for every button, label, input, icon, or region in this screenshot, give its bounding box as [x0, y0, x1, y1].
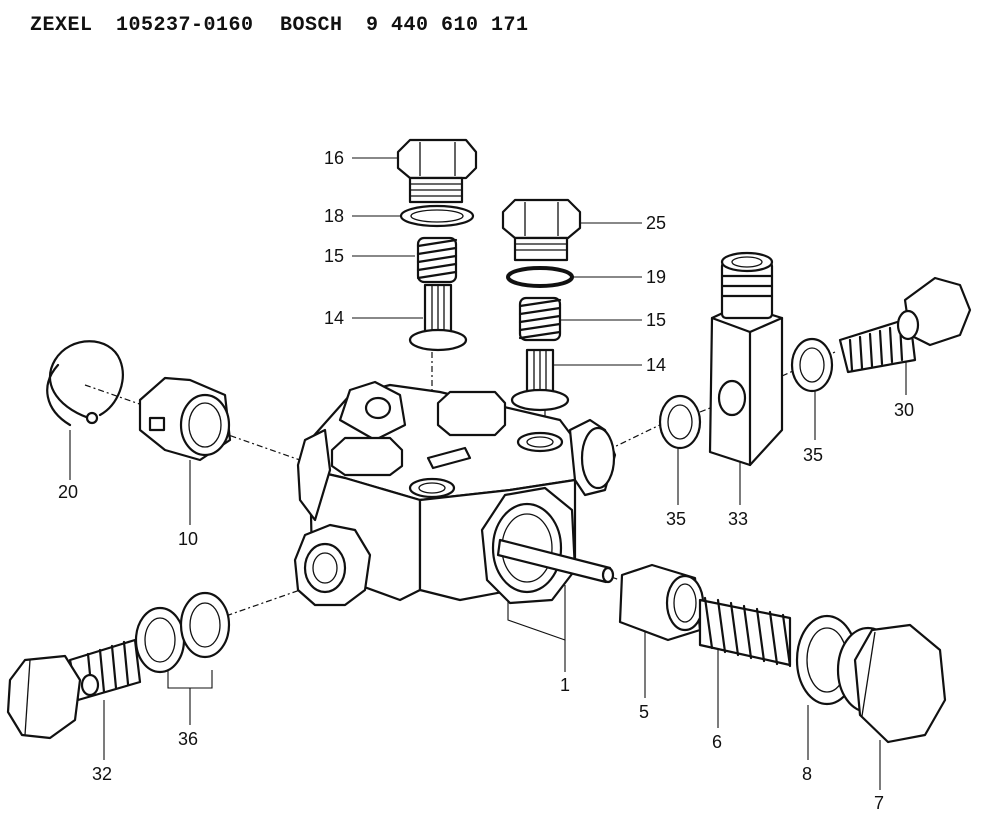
part-15-spring-right	[518, 296, 562, 342]
brand-bosch: BOSCH	[280, 14, 343, 37]
part-14-valve-right	[510, 348, 570, 412]
label-part-20: 20	[58, 482, 79, 502]
label-part-35-left: 35	[666, 509, 687, 529]
part-15-spring-left	[416, 236, 458, 284]
leader-lines	[69, 157, 907, 790]
part-32-banjo-bolt	[6, 638, 142, 740]
label-part-15-left: 15	[324, 246, 345, 266]
part-25-hex-plug	[501, 198, 582, 262]
brand-zexel: ZEXEL	[30, 14, 93, 37]
label-part-35-right: 35	[803, 445, 824, 465]
label-part-14-right: 14	[646, 355, 667, 375]
part-1-valve-body	[293, 380, 617, 607]
label-part-19: 19	[646, 267, 667, 287]
label-part-36: 36	[178, 729, 199, 749]
label-part-1: 1	[560, 675, 571, 695]
label-part-6: 6	[712, 732, 723, 752]
part-35-washer-a	[658, 394, 702, 450]
part-20-snap-ring	[46, 340, 124, 427]
part-19-o-ring	[506, 266, 574, 288]
part-10-sleeve	[138, 376, 232, 462]
part-36-gaskets	[134, 591, 231, 674]
label-part-15-right: 15	[646, 310, 667, 330]
part-7-hex-cap	[836, 623, 947, 744]
part-30-banjo-bolt	[838, 276, 972, 374]
bosch-part-number: 9 440 610 171	[366, 14, 529, 37]
label-part-10: 10	[178, 529, 199, 549]
zexel-part-number: 105237-0160	[116, 14, 254, 37]
label-part-14-left: 14	[324, 308, 345, 328]
part-35-washer-b	[790, 337, 834, 393]
label-part-16: 16	[324, 148, 345, 168]
label-part-30: 30	[894, 400, 915, 420]
label-part-18: 18	[324, 206, 345, 226]
part-18-washer	[399, 204, 475, 228]
part-16-hex-plug	[396, 138, 478, 204]
label-part-25: 25	[646, 213, 667, 233]
part-6-spring	[698, 596, 792, 668]
part-5-sleeve	[618, 563, 705, 642]
label-part-5: 5	[639, 702, 650, 722]
label-part-7: 7	[874, 793, 885, 813]
label-part-8: 8	[802, 764, 813, 784]
part-33-banjo-adapter	[708, 251, 784, 467]
part-14-valve-left	[408, 283, 468, 352]
label-part-32: 32	[92, 764, 113, 784]
label-part-33: 33	[728, 509, 749, 529]
